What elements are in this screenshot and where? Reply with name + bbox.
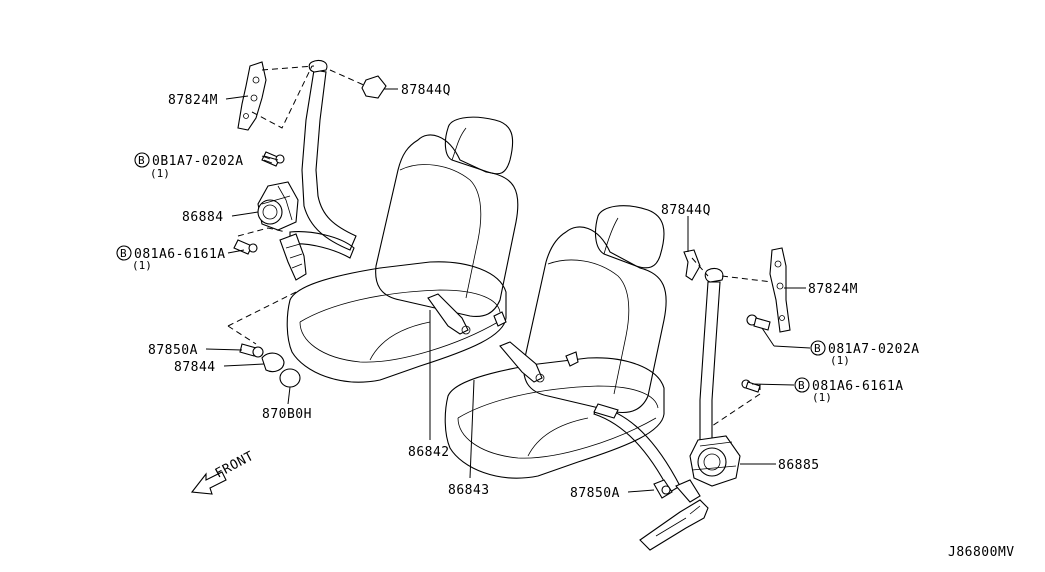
callout-c10: 86843 (448, 483, 490, 498)
buckle-86842 (427, 293, 507, 335)
bolt-87850a-right (653, 479, 673, 499)
callout-c15: 86885 (778, 458, 820, 473)
diagram-id: J86800MV (948, 545, 1015, 560)
bolt-081a7-right (746, 314, 771, 331)
callout-c8: 870B0H (262, 407, 312, 422)
front-arrow-icon (190, 471, 227, 495)
callout-c9: 86842 (408, 445, 450, 460)
callout-c2: 87844Q (401, 83, 451, 98)
b-circle-icon (116, 245, 132, 261)
callout-c6: 87850A (148, 343, 198, 358)
b-circle-icon (794, 377, 810, 393)
callout-c3: 0B1A7-0202A (152, 154, 244, 169)
b-circle-icon (134, 152, 150, 168)
bolt-081a6-right (741, 379, 761, 393)
callout-c7: 87844 (174, 360, 216, 375)
callout-c3-prefix: B (138, 154, 145, 167)
callout-c16: 87850A (570, 486, 620, 501)
retractor-86884 (257, 181, 299, 231)
callout-c14-prefix: B (798, 379, 805, 392)
left-seat (286, 116, 519, 383)
guide-87844q-left (361, 75, 387, 99)
d-ring-left (308, 59, 328, 73)
bolt-0b1a7-left (261, 151, 285, 167)
callout-c3-qty: (1) (150, 167, 170, 180)
callout-c1: 87824M (168, 93, 218, 108)
callout-c5: 081A6-6161A (134, 247, 226, 262)
callout-c13-qty: (1) (830, 354, 850, 367)
bolt-87850a-left (239, 343, 264, 358)
callout-c11: 87844Q (661, 203, 711, 218)
callout-c12: 87824M (808, 282, 858, 297)
guide-87844q-right (683, 249, 701, 281)
upper-anchor-bracket-right (769, 247, 791, 333)
bolt-081a6-left (233, 239, 258, 255)
front-arrow: FRONT (190, 449, 257, 495)
retractor-86885 (689, 435, 741, 487)
callout-c14-qty: (1) (812, 391, 832, 404)
leader-lines (205, 88, 811, 493)
front-label: FRONT (213, 449, 257, 482)
callout-c13-prefix: B (814, 342, 821, 355)
cover-87844 (261, 352, 285, 373)
right-belt-assembly (499, 247, 791, 551)
b-circle-icon (810, 340, 826, 356)
callout-c13: 081A7-0202A (828, 342, 920, 357)
buckle-86843 (499, 341, 579, 383)
callout-c14: 081A6-6161A (812, 379, 904, 394)
callout-c5-prefix: B (120, 247, 127, 260)
right-seat (444, 205, 667, 479)
cap-870b0h (279, 368, 301, 388)
callout-c4: 86884 (182, 210, 224, 225)
callout-labels: 87824M 87844Q B 0B1A7-0202A (1) 86884 B … (116, 83, 1015, 560)
callout-c5-qty: (1) (132, 259, 152, 272)
left-belt-assembly (227, 59, 507, 388)
